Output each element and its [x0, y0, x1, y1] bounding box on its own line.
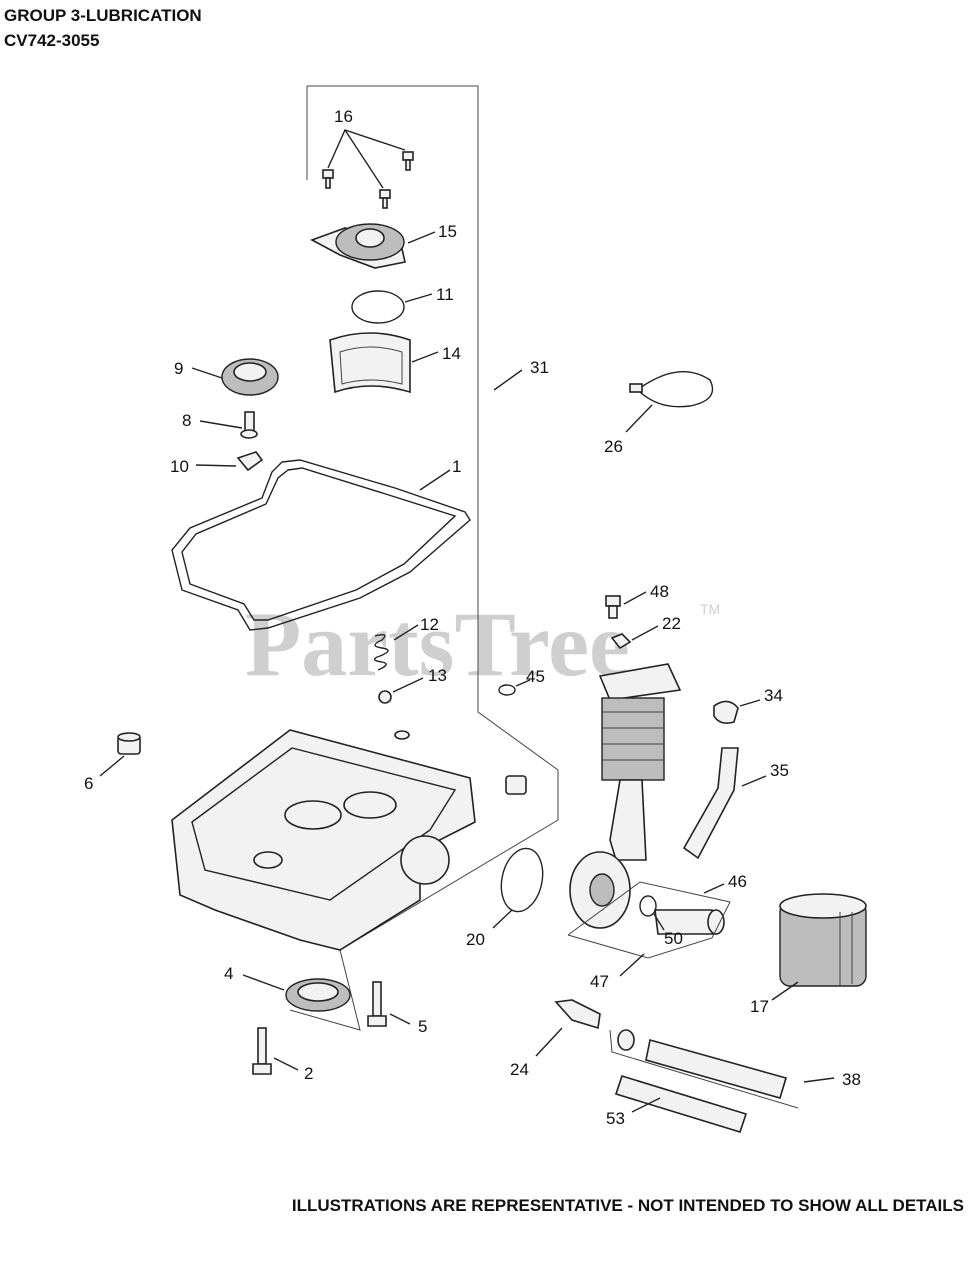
clamp-part-34[interactable]	[713, 700, 739, 724]
callout-50: 50	[664, 929, 683, 948]
washer-part-50[interactable]	[639, 895, 657, 917]
leader-line	[393, 624, 419, 641]
leader-line	[535, 1027, 563, 1057]
callout-12: 12	[420, 615, 439, 634]
leader-line	[625, 404, 653, 433]
strap-part-26[interactable]	[629, 371, 714, 408]
oil-pan[interactable]	[171, 729, 527, 951]
leader-line	[407, 231, 436, 244]
leader-line	[771, 981, 799, 1001]
hose-part-38[interactable]	[617, 1029, 788, 1099]
plug-part-6[interactable]	[117, 732, 141, 755]
hose-part-35[interactable]	[682, 747, 739, 860]
leader-line	[411, 351, 439, 363]
callout-2: 2	[304, 1064, 313, 1083]
disclaimer-note: ILLUSTRATIONS ARE REPRESENTATIVE - NOT I…	[291, 1196, 964, 1215]
callout-15: 15	[438, 222, 457, 241]
watermark-trademark: TM	[700, 601, 720, 617]
bracket-line	[609, 1029, 799, 1109]
callout-10: 10	[170, 457, 189, 476]
callout-6: 6	[84, 774, 93, 793]
callout-4: 4	[224, 964, 233, 983]
leader-line	[99, 755, 125, 777]
oil-pump-part-15[interactable]	[310, 223, 406, 269]
leader-line	[515, 679, 531, 687]
watermark-brand: PartsTree	[245, 593, 630, 695]
screen-part-14[interactable]	[329, 332, 411, 394]
nut-part-22[interactable]	[610, 633, 632, 650]
leader-line	[741, 775, 767, 787]
o-ring-part-20[interactable]	[496, 845, 548, 916]
leader-line	[631, 625, 659, 641]
callout-24: 24	[510, 1060, 529, 1079]
leader-line	[492, 909, 513, 929]
group-title: GROUP 3-LUBRICATION	[4, 6, 202, 25]
bolt-part-48[interactable]	[605, 595, 621, 619]
callout-47: 47	[590, 972, 609, 991]
washer-part-45[interactable]	[498, 684, 516, 696]
leader-line	[389, 1013, 411, 1025]
callout-46: 46	[728, 872, 747, 891]
callout-20: 20	[466, 930, 485, 949]
bolt-part-2[interactable]	[252, 1027, 272, 1075]
callout-11: 11	[436, 285, 454, 304]
leader-line	[344, 129, 384, 189]
callout-8: 8	[182, 411, 191, 430]
fitting-part-46[interactable]	[654, 909, 725, 935]
model-number: CV742-3055	[4, 31, 100, 50]
callout-16: 16	[334, 107, 353, 126]
callout-17: 17	[750, 997, 769, 1016]
boundary-line	[289, 85, 559, 1031]
callout-35: 35	[770, 761, 789, 780]
leader-line	[199, 420, 243, 429]
bolt-part-5[interactable]	[367, 981, 387, 1027]
clip-part-10[interactable]	[236, 451, 264, 472]
callout-34: 34	[764, 686, 783, 705]
oil-filter-part-17[interactable]	[779, 893, 867, 987]
callout-14: 14	[442, 344, 461, 363]
spring-part-12[interactable]	[373, 633, 389, 671]
screw-part-16[interactable]	[322, 151, 414, 209]
leader-line	[419, 469, 451, 491]
leader-line	[392, 677, 424, 693]
leader-line	[242, 974, 285, 991]
oil-seal-part-4[interactable]	[285, 978, 351, 1012]
tube-part-53[interactable]	[614, 1075, 748, 1133]
leader-line	[404, 293, 433, 303]
leader-line	[623, 591, 647, 605]
callout-48: 48	[650, 582, 669, 601]
callout-26: 26	[604, 437, 623, 456]
callout-1: 1	[452, 457, 461, 476]
callout-45: 45	[526, 667, 545, 686]
leader-line	[803, 1077, 835, 1083]
fitting-part-24[interactable]	[554, 999, 601, 1030]
ball-part-13[interactable]	[378, 690, 392, 704]
gasket-part-1[interactable]	[171, 459, 471, 631]
o-ring-part-11[interactable]	[351, 290, 405, 324]
leader-line	[703, 883, 725, 894]
callout-5: 5	[418, 1017, 427, 1036]
leader-line	[191, 367, 223, 379]
callout-13: 13	[428, 666, 447, 685]
bracket-line	[567, 881, 731, 959]
callout-9: 9	[174, 359, 183, 378]
leader-line	[631, 1097, 661, 1113]
callout-53: 53	[606, 1109, 625, 1128]
leader-line	[619, 953, 645, 977]
leader-line	[739, 699, 761, 707]
leader-line	[493, 369, 523, 391]
callout-22: 22	[662, 614, 681, 633]
oil-cooler[interactable]	[569, 663, 682, 929]
leader-line	[195, 464, 237, 467]
pin-part-8[interactable]	[240, 411, 258, 439]
callout-38: 38	[842, 1070, 861, 1089]
leader-line	[273, 1057, 299, 1071]
governor-gear-part-9[interactable]	[221, 358, 279, 396]
callout-31: 31	[530, 358, 549, 377]
leader-line	[653, 913, 665, 931]
